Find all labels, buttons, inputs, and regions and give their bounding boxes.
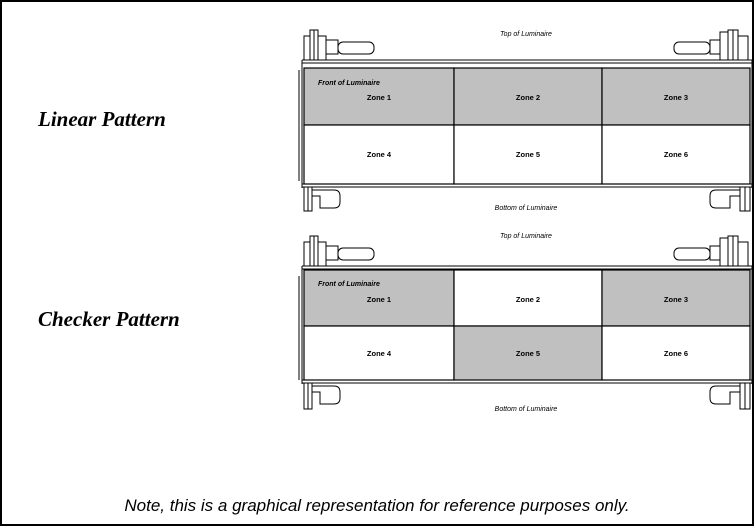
zone-5-label: Zone 5 <box>516 349 540 358</box>
bottom-right-bracket-icon <box>709 186 751 212</box>
front-of-luminaire-label: Front of Luminaire <box>318 281 380 288</box>
top-of-luminaire-label: Top of Luminaire <box>500 31 552 38</box>
zone-2-cell <box>453 67 603 126</box>
zone-2-label: Zone 2 <box>516 295 540 304</box>
linear-pattern-diagram: Top of Luminaire Front of Luminaire Zone… <box>298 26 752 212</box>
front-of-luminaire-label: Front of Luminaire <box>318 80 380 87</box>
zone-4-cell <box>303 124 455 185</box>
zone-6-label: Zone 6 <box>664 150 688 159</box>
bottom-left-bracket-icon <box>303 382 341 410</box>
zone-4-label: Zone 4 <box>367 349 392 358</box>
linear-pattern-label: Linear Pattern <box>38 107 166 131</box>
side-frame <box>298 60 752 188</box>
zone-6-label: Zone 6 <box>664 349 688 358</box>
zone-1-label: Zone 1 <box>367 295 391 304</box>
top-left-mount-icon <box>303 29 375 61</box>
bottom-right-bracket-icon <box>709 382 751 410</box>
top-of-luminaire-label: Top of Luminaire <box>500 233 552 240</box>
top-right-mount-icon <box>673 235 749 267</box>
reference-note: Note, this is a graphical representation… <box>124 496 630 515</box>
top-rail <box>302 265 752 270</box>
top-left-mount-icon <box>303 235 375 267</box>
top-right-mount-icon <box>673 29 749 61</box>
zone-4-cell <box>303 325 455 381</box>
zone-grid <box>303 67 751 185</box>
zone-3-cell <box>601 269 751 327</box>
zone-1-label: Zone 1 <box>367 93 391 102</box>
zone-2-label: Zone 2 <box>516 93 540 102</box>
checker-pattern-diagram: Top of Luminaire Front of Luminaire Zone… <box>298 232 752 418</box>
zone-3-label: Zone 3 <box>664 93 688 102</box>
bottom-rail <box>302 183 752 188</box>
bottom-left-bracket-icon <box>303 186 341 212</box>
bottom-of-luminaire-label: Bottom of Luminaire <box>495 205 558 212</box>
top-rail <box>302 59 752 64</box>
zone-1-cell <box>303 269 455 327</box>
zone-6-cell <box>601 325 751 381</box>
zone-5-label: Zone 5 <box>516 150 540 159</box>
checker-pattern-label: Checker Pattern <box>38 307 180 331</box>
zone-1-cell <box>303 67 455 126</box>
zone-4-label: Zone 4 <box>367 150 392 159</box>
side-frame <box>298 266 752 384</box>
zone-6-cell <box>601 124 751 185</box>
zone-2-cell <box>453 269 603 327</box>
zone-3-label: Zone 3 <box>664 295 688 304</box>
zone-grid <box>303 269 751 381</box>
bottom-rail <box>302 379 752 384</box>
bottom-of-luminaire-label: Bottom of Luminaire <box>495 406 558 413</box>
zone-5-cell <box>453 325 603 381</box>
